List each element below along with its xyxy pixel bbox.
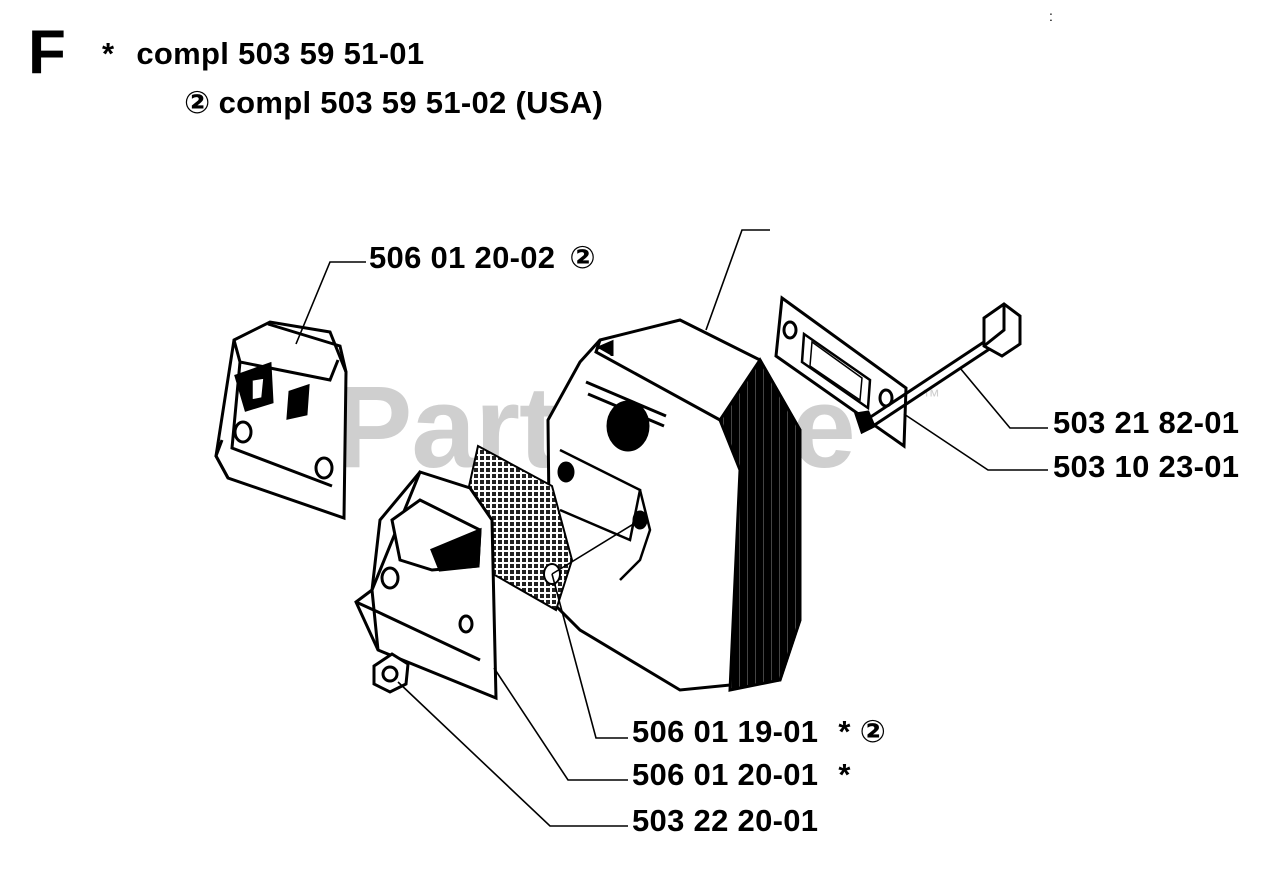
- part-marks: *: [838, 757, 851, 792]
- section-letter: F: [28, 18, 66, 87]
- leader-muffler-body: [705, 229, 770, 331]
- part-label-gasket: 503 10 23-01: [1053, 449, 1239, 485]
- bolt: [854, 302, 1022, 435]
- part-label-cover-plate: 506 01 20-02 ②: [369, 240, 596, 276]
- cover-plate: [214, 320, 348, 521]
- part-number: 506 01 19-01: [632, 714, 819, 749]
- kit-line-standard-text: compl 503 59 51-01: [136, 36, 425, 71]
- kit-line-usa-text: compl 503 59 51-02 (USA): [218, 85, 604, 120]
- kit-line-usa-marker: ②: [184, 85, 211, 120]
- deflector-plate: [354, 470, 498, 701]
- leader-nut: [397, 681, 628, 827]
- part-marks: * ②: [838, 714, 887, 749]
- stray-mark: :: [1049, 8, 1053, 24]
- leader-screen: [551, 573, 628, 739]
- part-number: 503 21 82-01: [1053, 405, 1240, 440]
- leader-deflector: [493, 667, 628, 781]
- part-label-deflector-plate: 506 01 20-01 *: [632, 757, 851, 793]
- leader-screen-bolt: [551, 519, 641, 575]
- leader-gasket: [903, 413, 1048, 471]
- part-number: 503 22 20-01: [632, 803, 819, 838]
- part-number: 506 01 20-02: [369, 240, 556, 275]
- muffler-body: [546, 318, 802, 692]
- part-label-spark-arrester-screen: 506 01 19-01 * ②: [632, 714, 886, 750]
- part-label-nut: 503 22 20-01: [632, 803, 818, 839]
- leader-bolt: [959, 367, 1048, 429]
- part-number: 506 01 20-01: [632, 757, 819, 792]
- part-marks: ②: [569, 240, 596, 275]
- kit-line-standard-marker: *: [102, 36, 115, 71]
- part-label-bolt: 503 21 82-01: [1053, 405, 1239, 441]
- gasket: [774, 295, 908, 449]
- part-number: 503 10 23-01: [1053, 449, 1240, 484]
- leader-lines: [295, 229, 1048, 827]
- kit-line-standard: * compl 503 59 51-01: [102, 36, 424, 72]
- leader-cover-plate: [295, 261, 366, 345]
